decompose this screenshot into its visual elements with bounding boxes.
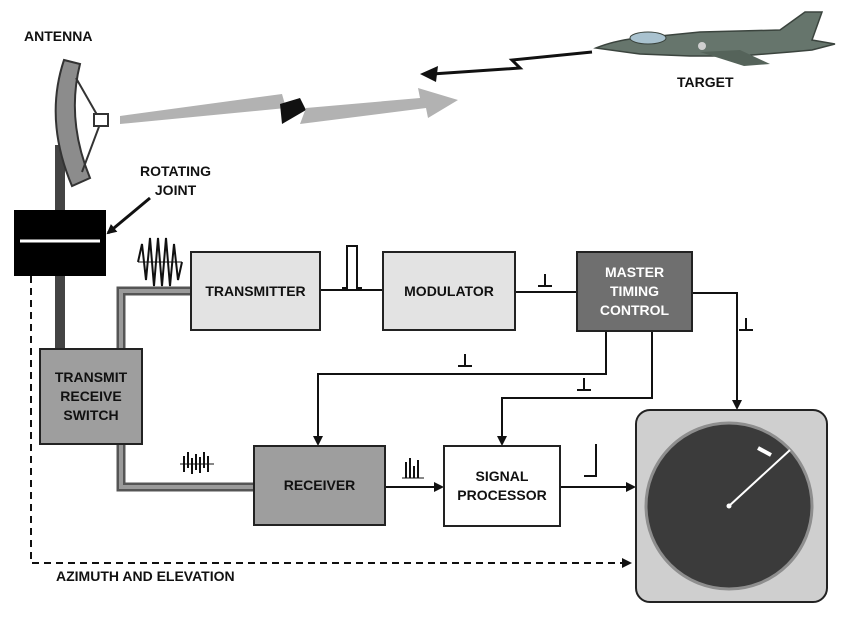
receiver-waveguide — [119, 444, 253, 489]
timing-to-receiver-line — [313, 332, 607, 446]
trigger-pulse-icon — [458, 354, 472, 367]
rotating-joint-block — [14, 210, 106, 276]
rotating-joint-pointer-arrow — [106, 196, 151, 235]
single-pulse-waveform-icon — [342, 245, 362, 289]
trigger-pulse-icon — [577, 378, 591, 391]
antenna-dish-icon — [54, 58, 109, 188]
trigger-pulse-icon — [538, 274, 552, 287]
received-echo-waveform-icon — [180, 452, 214, 474]
rotating-joint-label: ROTATING JOINT — [140, 163, 212, 198]
processed-signal-waveform-icon — [402, 458, 424, 479]
radar-display-icon — [635, 409, 828, 603]
transmitter-waveguide — [116, 286, 190, 352]
master-timing-control-block: MASTER TIMING CONTROL — [576, 251, 693, 332]
transmitter-waveguide — [119, 289, 190, 352]
transmitter-block: TRANSMITTER — [190, 251, 321, 331]
trigger-pulse-icon — [739, 318, 753, 331]
antenna-label: ANTENNA — [24, 28, 93, 44]
outgoing-beam-arrow — [120, 88, 458, 124]
receiver-block: RECEIVER — [253, 445, 386, 526]
echo-return-arrow — [420, 50, 593, 82]
azimuth-elevation-label: AZIMUTH AND ELEVATION — [56, 568, 235, 584]
modulator-block: MODULATOR — [382, 251, 516, 331]
timing-to-display-line — [693, 292, 742, 410]
signal-processor-block: SIGNAL PROCESSOR — [443, 445, 561, 527]
output-pulse-icon — [584, 444, 597, 477]
target-label: TARGET — [677, 74, 734, 90]
transmit-pulse-waveform-icon — [137, 237, 183, 287]
target-aircraft-icon — [593, 11, 836, 66]
timing-to-signal-processor-line — [497, 332, 653, 446]
azimuth-elevation-line — [30, 276, 632, 568]
transmit-receive-switch-block: TRANSMIT RECEIVE SWITCH — [39, 348, 143, 445]
